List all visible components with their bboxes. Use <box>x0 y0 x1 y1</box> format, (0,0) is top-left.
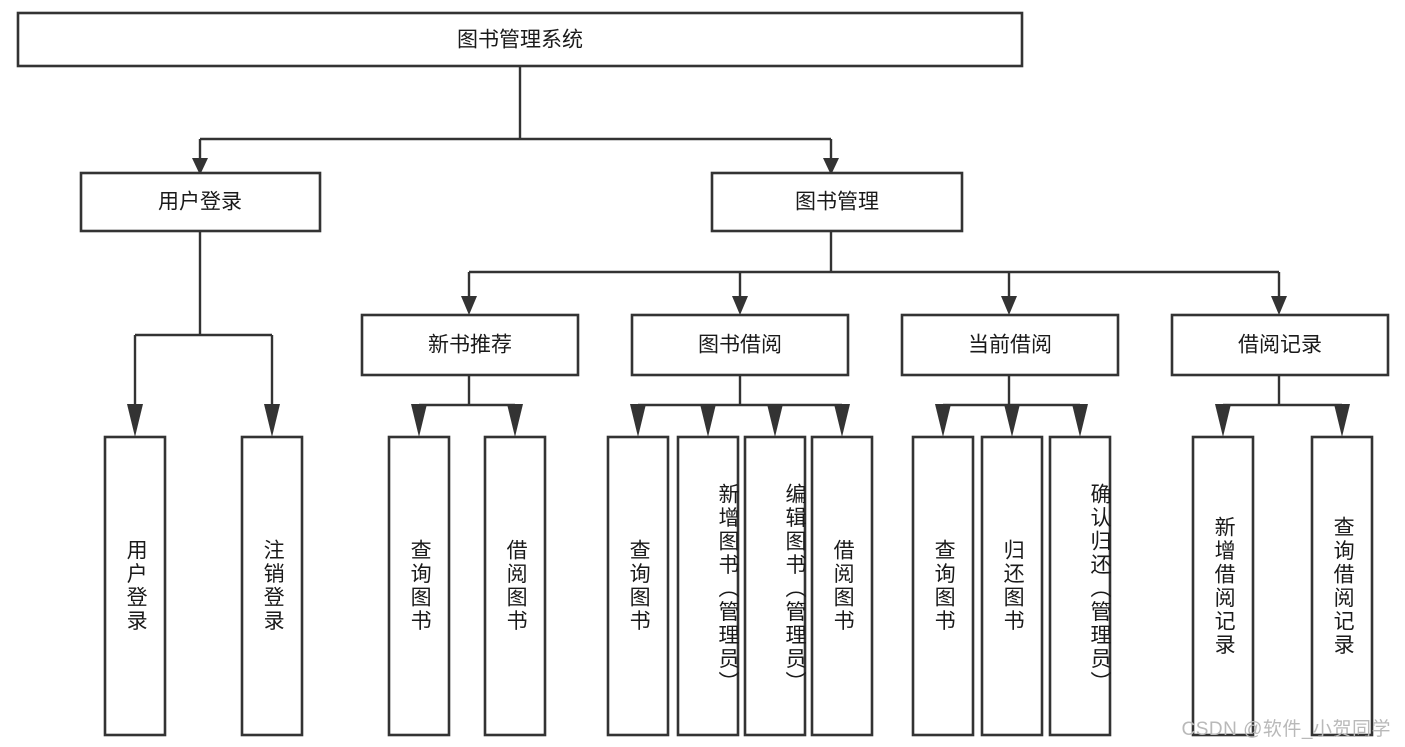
arrowhead-current-borrow <box>1001 296 1017 315</box>
label-leaf-add-record: 新增借阅记录 <box>1212 515 1236 657</box>
node-box-leaf-query-book-3[interactable] <box>911 435 975 737</box>
label-root: 图书管理系统 <box>457 29 583 52</box>
arrowhead-leaf-return-book <box>1004 404 1020 437</box>
arrowhead-leaf-confirm-return <box>1072 404 1088 437</box>
label-layer-horizontal: 图书管理系统 用户登录 图书管理 新书推荐 图书借阅 当前借阅 借阅记录 <box>158 29 1322 357</box>
label-book-borrow: 图书借阅 <box>698 334 782 357</box>
node-box-leaf-user-login[interactable] <box>103 435 167 737</box>
arrowhead-new-book-rec <box>461 296 477 315</box>
label-leaf-logout: 注销登录 <box>261 539 285 633</box>
arrowhead-leaf-logout <box>264 404 280 437</box>
arrowhead-leaf-user-login <box>127 404 143 437</box>
arrowhead-book-manage <box>823 158 839 175</box>
label-leaf-borrow-book-2: 借阅图书 <box>831 539 855 633</box>
node-box-leaf-borrow-book-2[interactable] <box>810 435 874 737</box>
label-leaf-query-record: 查询借阅记录 <box>1331 515 1355 657</box>
label-leaf-borrow-book-1: 借阅图书 <box>504 539 528 633</box>
node-box-leaf-query-book-1[interactable] <box>387 435 451 737</box>
label-book-manage: 图书管理 <box>795 191 879 214</box>
node-box-leaf-edit-book[interactable] <box>743 435 807 737</box>
node-box-leaf-confirm-return[interactable] <box>1048 435 1112 737</box>
watermark: CSDN @软件_小贺同学 <box>1181 719 1391 740</box>
node-box-leaf-return-book[interactable] <box>980 435 1044 737</box>
node-box-book-manage[interactable] <box>710 171 964 233</box>
node-box-current-borrow[interactable] <box>900 313 1120 377</box>
label-leaf-confirm-return: 确认归还（管理员） <box>1088 483 1111 695</box>
arrowhead-leaf-query-book-1 <box>411 404 427 437</box>
arrowhead-leaf-borrow-book-1 <box>507 404 523 437</box>
arrowhead-leaf-borrow-book-2 <box>834 404 850 437</box>
label-current-borrow: 当前借阅 <box>968 334 1052 357</box>
node-box-new-book-rec[interactable] <box>360 313 580 377</box>
node-box-leaf-query-book-2[interactable] <box>606 435 670 737</box>
label-leaf-add-book: 新增图书（管理员） <box>716 483 739 695</box>
label-leaf-query-book-1: 查询图书 <box>408 539 432 633</box>
arrowhead-user-login <box>192 158 208 175</box>
label-borrow-record: 借阅记录 <box>1238 334 1322 357</box>
node-box-leaf-logout[interactable] <box>240 435 304 737</box>
node-box-leaf-borrow-book-1[interactable] <box>483 435 547 737</box>
node-box-root[interactable] <box>16 11 1024 68</box>
arrowhead-leaf-add-book <box>700 404 716 437</box>
node-box-leaf-query-record[interactable] <box>1310 435 1374 737</box>
label-user-login: 用户登录 <box>158 191 242 214</box>
arrowhead-leaf-add-record <box>1215 404 1231 437</box>
arrowhead-book-borrow <box>732 296 748 315</box>
label-leaf-query-book-3: 查询图书 <box>932 539 956 633</box>
node-layer <box>16 11 1390 737</box>
arrowhead-leaf-query-book-3 <box>935 404 951 437</box>
node-box-leaf-add-record[interactable] <box>1191 435 1255 737</box>
arrowhead-leaf-edit-book <box>767 404 783 437</box>
arrowhead-leaf-query-record <box>1334 404 1350 437</box>
label-leaf-user-login: 用户登录 <box>124 539 148 633</box>
arrowhead-borrow-record <box>1271 296 1287 315</box>
label-new-book-rec: 新书推荐 <box>428 334 512 357</box>
node-box-borrow-record[interactable] <box>1170 313 1390 377</box>
label-leaf-query-book-2: 查询图书 <box>627 539 651 633</box>
arrowhead-leaf-query-book-2 <box>630 404 646 437</box>
node-box-user-login[interactable] <box>79 171 322 233</box>
label-leaf-edit-book: 编辑图书（管理员） <box>783 483 806 695</box>
node-box-book-borrow[interactable] <box>630 313 850 377</box>
node-box-leaf-add-book[interactable] <box>676 435 740 737</box>
connector-layer <box>127 66 1350 437</box>
label-leaf-return-book: 归还图书 <box>1001 539 1025 633</box>
